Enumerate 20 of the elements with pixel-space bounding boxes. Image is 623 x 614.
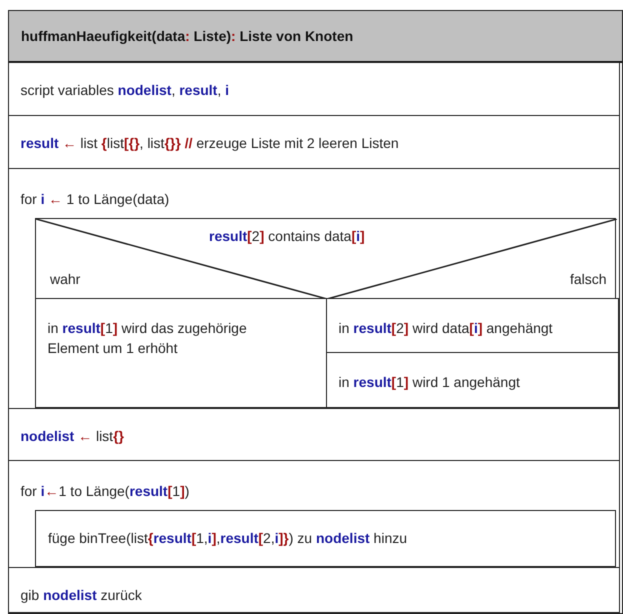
branch-label: wahr bbox=[50, 270, 80, 289]
statement-block bbox=[326, 298, 618, 352]
statement-text: gib nodelist zurück bbox=[20, 586, 142, 604]
statement-text: script variables nodelist, result, i bbox=[20, 80, 230, 100]
statement-text: in result[1] wird das zugehörige Element um 1 erhöht bbox=[48, 318, 248, 358]
statement-text: result ← list {list[{}, list{}} // erzeuge Liste mit 2 leeren Listen bbox=[20, 134, 399, 152]
branch-label: falsch bbox=[570, 270, 607, 289]
statement-text: in result[2] wird data[i] angehängt bbox=[338, 318, 554, 338]
function-signature: huffmanHaeufigkeit(data: Liste): Liste von Knoten bbox=[21, 27, 354, 46]
condition-text: result[2] contains data[i] bbox=[209, 227, 365, 246]
decision-block bbox=[35, 218, 616, 408]
statement-text: in result[1] wird 1 angehängt bbox=[338, 372, 521, 392]
statement-block bbox=[35, 510, 616, 567]
statement-text: for i ← 1 to Länge(data) bbox=[20, 190, 170, 208]
statement-text: nodelist ← list{} bbox=[20, 426, 124, 446]
statement-block bbox=[8, 62, 620, 116]
statement-text: for i←1 to Länge(result[1]) bbox=[20, 482, 190, 500]
statement-block bbox=[8, 566, 620, 612]
statement-text: füge binTree(list{result[1,i],result[2,i]}) zu nodelist hinzu bbox=[48, 529, 408, 548]
function-block bbox=[8, 10, 623, 614]
